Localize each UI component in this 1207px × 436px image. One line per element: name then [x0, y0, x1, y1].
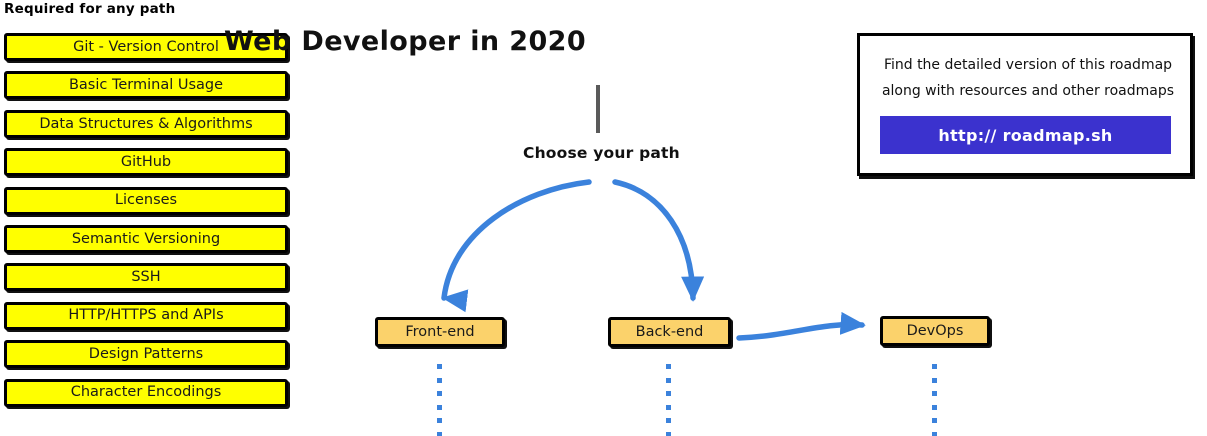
trail-dot	[932, 391, 937, 396]
trail-dot	[666, 404, 671, 410]
required-item-data-structures[interactable]: Data Structures & Algorithms	[4, 109, 288, 138]
trail-dot	[437, 364, 442, 369]
required-item-label: Design Patterns	[88, 345, 204, 362]
required-items-list: Git - Version Control Basic Terminal Usa…	[4, 33, 288, 417]
required-item-design-patterns[interactable]: Design Patterns	[4, 340, 288, 369]
trail-dot	[437, 377, 442, 383]
required-item-label: SSH	[131, 269, 161, 286]
trail-dot	[437, 431, 442, 436]
trail-dot	[932, 418, 937, 423]
trail-dot	[437, 391, 442, 396]
path-box-label: Back-end	[635, 323, 704, 340]
required-item-label: GitHub	[120, 153, 172, 170]
required-item-label: Basic Terminal Usage	[68, 77, 224, 94]
required-section: Required for any path Git - Version Cont…	[0, 0, 300, 436]
required-item-label: Data Structures & Algorithms	[39, 115, 253, 132]
required-item-semantic-versioning[interactable]: Semantic Versioning	[4, 224, 288, 253]
required-item-terminal[interactable]: Basic Terminal Usage	[4, 71, 288, 100]
title-connector-line	[596, 85, 600, 133]
required-item-label: Git - Version Control	[73, 38, 219, 55]
trail-dot	[437, 404, 442, 410]
required-item-licenses[interactable]: Licenses	[4, 186, 288, 215]
required-section-heading: Required for any path	[4, 1, 176, 17]
dotted-trail-backend	[666, 364, 671, 436]
required-item-label: Semantic Versioning	[71, 230, 221, 247]
arrow-to-frontend	[441, 179, 592, 313]
arrow-backend-to-devops	[736, 311, 866, 341]
required-item-http-apis[interactable]: HTTP/HTTPS and APIs	[4, 301, 288, 330]
arrow-to-backend	[612, 179, 705, 302]
required-item-ssh[interactable]: SSH	[4, 263, 288, 292]
info-card-line-1: Find the detailed version of this roadma…	[883, 57, 1173, 73]
path-box-frontend[interactable]: Front-end	[375, 317, 505, 347]
trail-dot	[932, 364, 937, 369]
trail-dot	[666, 377, 671, 383]
trail-dot	[666, 364, 671, 369]
trail-dot	[932, 404, 937, 410]
info-card-text: Find the detailed version of this roadma…	[860, 53, 1196, 105]
trail-dot	[437, 418, 442, 423]
path-box-devops[interactable]: DevOps	[880, 316, 990, 346]
trail-dot	[666, 418, 671, 423]
choose-your-path-label: Choose your path	[523, 144, 680, 162]
trail-dot	[666, 391, 671, 396]
roadmap-url-button[interactable]: http:// roadmap.sh	[880, 116, 1171, 154]
info-card: Find the detailed version of this roadma…	[857, 33, 1193, 176]
required-item-label: Character Encodings	[70, 384, 222, 401]
info-card-line-2: along with resources and other roadmaps	[881, 82, 1175, 99]
required-item-character-encodings[interactable]: Character Encodings	[4, 378, 288, 407]
required-item-github[interactable]: GitHub	[4, 148, 288, 177]
path-box-label: Front-end	[405, 323, 475, 340]
trail-dot	[932, 377, 937, 383]
dotted-trail-devops	[932, 364, 937, 436]
path-box-backend[interactable]: Back-end	[608, 317, 731, 347]
trail-dot	[666, 431, 671, 436]
path-box-label: DevOps	[906, 322, 964, 339]
required-item-git[interactable]: Git - Version Control	[4, 33, 288, 61]
required-item-label: HTTP/HTTPS and APIs	[68, 307, 224, 324]
required-item-label: Licenses	[114, 192, 178, 209]
roadmap-url-label: http:// roadmap.sh	[938, 125, 1113, 145]
dotted-trail-frontend	[437, 364, 442, 436]
trail-dot	[932, 431, 937, 436]
